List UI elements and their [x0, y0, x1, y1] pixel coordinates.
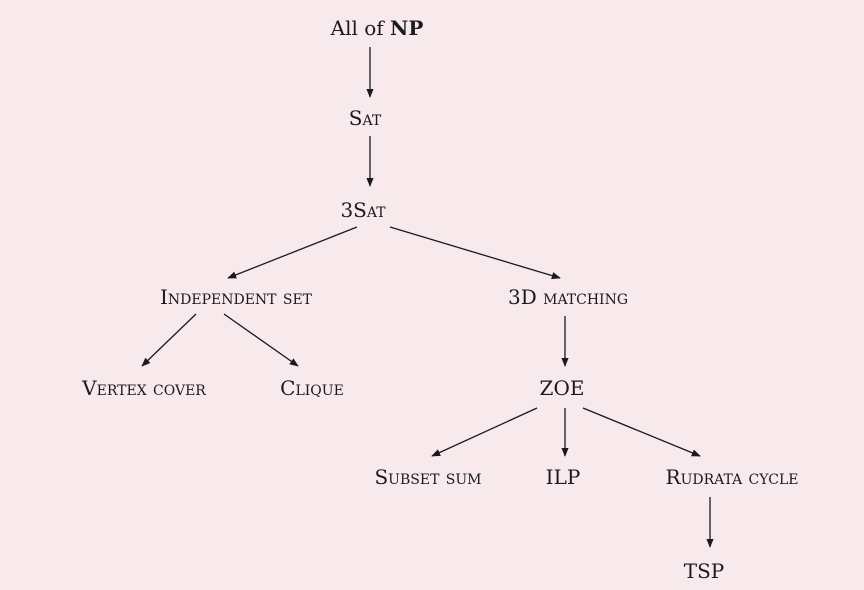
node-label-part: ZOE	[539, 376, 585, 400]
node-label-part: ILP	[545, 465, 581, 489]
node-all-of-np: All of NP	[331, 18, 424, 38]
node-label-part: All of	[330, 16, 391, 40]
node-label-part: TSP	[683, 559, 725, 583]
node-zoe: ZOE	[540, 378, 585, 398]
edge-zoe-to-rudrata	[582, 407, 701, 457]
edge-zoe-to-subsetsum	[431, 407, 538, 457]
edge-indset-to-vc	[141, 313, 197, 367]
node-label-part: Rudrata cycle	[665, 465, 799, 489]
node-subset-sum: Subset sum	[374, 467, 481, 487]
node-label-part: Subset sum	[374, 465, 482, 489]
node-ilp: ILP	[546, 467, 581, 487]
node-label-part: Sat	[348, 106, 382, 130]
node-3d-matching: 3D matching	[508, 287, 628, 307]
edge-indset-to-clique	[223, 313, 299, 367]
node-clique: Clique	[280, 378, 344, 398]
node-label-part: matching	[543, 285, 629, 309]
node-rudrata-cycle: Rudrata cycle	[666, 467, 799, 487]
edge-3sat-to-indset	[227, 226, 358, 279]
node-vertex-cover: Vertex cover	[82, 378, 206, 398]
edge-3sat-to-3dm	[389, 226, 561, 280]
node-label-part: Independent set	[159, 285, 313, 309]
node-independent-set: Independent set	[160, 287, 312, 307]
node-label-part: 3D	[507, 285, 544, 309]
node-sat: Sat	[349, 108, 381, 128]
node-label-part: Vertex cover	[82, 376, 206, 400]
node-label-part: NP	[390, 16, 424, 40]
node-label-part: Sat	[353, 198, 386, 222]
node-tsp: TSP	[684, 561, 725, 581]
node-3sat: 3Sat	[340, 200, 385, 220]
node-label-part: Clique	[280, 376, 344, 400]
node-label-part: 3	[340, 198, 354, 222]
